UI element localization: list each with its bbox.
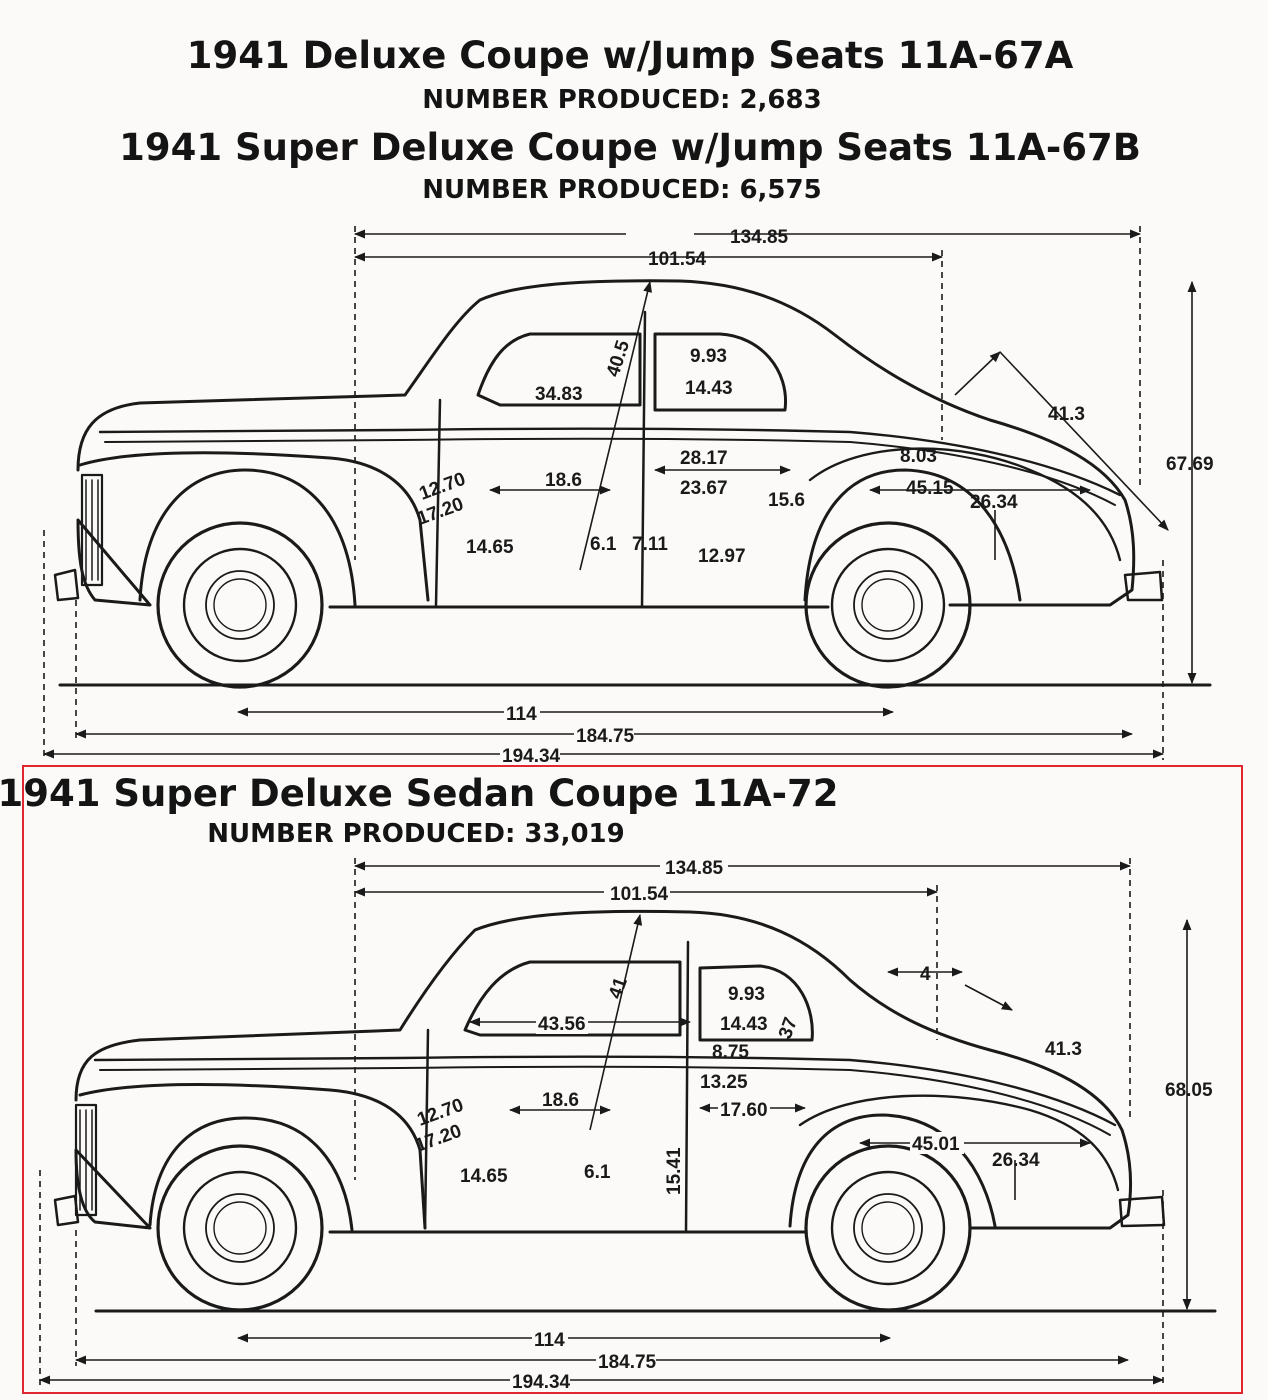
- sedan-grille: [74, 1103, 98, 1217]
- sedan-dim-68-05: 68.05: [1165, 1080, 1213, 1101]
- coupe-dim-134-85: 134.85: [730, 227, 789, 248]
- coupe-dim-194-34: 194.34: [502, 746, 561, 767]
- sedan-dim-13-25: 13.25: [700, 1072, 748, 1093]
- coupe-dim-14-65: 14.65: [466, 537, 514, 558]
- sedan-dim-184-75: 184.75: [598, 1352, 657, 1373]
- title-super-deluxe-coupe: 1941 Super Deluxe Coupe w/Jump Seats 11A…: [119, 126, 1141, 169]
- sedan-dim-41-3: 41.3: [1045, 1039, 1082, 1060]
- coupe-dim-26-34: 26.34: [970, 492, 1018, 513]
- sedan-dim-4: 4: [920, 964, 931, 985]
- sedan-dim-14-65: 14.65: [460, 1166, 508, 1187]
- coupe-front-wheel: [156, 521, 324, 689]
- sedan-dim-114: 114: [534, 1330, 565, 1351]
- sedan-dim-17-60: 17.60: [720, 1100, 768, 1121]
- coupe-dim-8-03: 8.03: [900, 446, 937, 467]
- sedan-dim-6-1: 6.1: [584, 1162, 611, 1183]
- coupe-dim-41-3: 41.3: [1048, 404, 1085, 425]
- title-sedan-coupe: 1941 Super Deluxe Sedan Coupe 11A-72: [0, 772, 839, 815]
- coupe-body-outline: [76, 279, 1136, 609]
- coupe-side-window: [476, 332, 642, 407]
- sedan-dim-8-75: 8.75: [712, 1042, 749, 1063]
- sedan-dim-101-54: 101.54: [610, 884, 669, 905]
- coupe-dim-7-11: 7.11: [632, 534, 668, 555]
- coupe-dim-184-75: 184.75: [576, 726, 635, 747]
- coupe-dim-40-5: 40.5: [603, 337, 635, 379]
- coupe-grille: [80, 473, 104, 587]
- title-deluxe-coupe: 1941 Deluxe Coupe w/Jump Seats 11A-67A: [186, 34, 1074, 77]
- sedan-dim-134-85: 134.85: [665, 858, 724, 879]
- sedan-dim-43-56: 43.56: [538, 1014, 586, 1035]
- coupe-dim-15-6: 15.6: [768, 490, 805, 511]
- coupe-dim-18-6: 18.6: [545, 470, 582, 491]
- sedan-front-wheel: [156, 1144, 324, 1312]
- sedan-dim-26-34: 26.34: [992, 1150, 1040, 1171]
- coupe-dim-6-1: 6.1: [590, 534, 617, 555]
- coupe-dim-12-97: 12.97: [698, 546, 746, 567]
- coupe-dim-28-17: 28.17: [680, 448, 728, 469]
- coupe-dim-114: 114: [506, 704, 537, 725]
- sedan-dim-9-93: 9.93: [728, 984, 765, 1005]
- coupe-dim-23-67: 23.67: [680, 478, 728, 499]
- sedan-rear-wheel: [804, 1144, 972, 1312]
- coupe-rear-wheel: [804, 521, 972, 689]
- sedan-dim-194-34: 194.34: [512, 1372, 571, 1393]
- sedan-coupe-drawing: [53, 909, 1217, 1313]
- sedan-dim-18-6: 18.6: [542, 1090, 579, 1111]
- produced-sedan-coupe: NUMBER PRODUCED: 33,019: [207, 819, 625, 849]
- produced-deluxe-coupe: NUMBER PRODUCED: 2,683: [422, 85, 822, 115]
- sedan-side-window: [463, 960, 682, 1037]
- sedan-dim-15-41: 15.41: [664, 1147, 685, 1195]
- sedan-dim-14-43: 14.43: [720, 1014, 768, 1035]
- coupe-dim-34-83: 34.83: [535, 384, 583, 405]
- coupe-dim-45-15: 45.15: [906, 478, 954, 499]
- coupe-dim-14-43: 14.43: [685, 378, 733, 399]
- coupe-dim-101-54: 101.54: [648, 249, 707, 270]
- sedan-dim-45-01: 45.01: [912, 1134, 960, 1155]
- produced-super-deluxe-coupe: NUMBER PRODUCED: 6,575: [422, 175, 822, 205]
- coupe-dim-67-69: 67.69: [1166, 454, 1214, 475]
- coupe-top-drawing: [53, 279, 1212, 687]
- coupe-dim-9-93: 9.93: [690, 346, 727, 367]
- highlight-frame: [22, 765, 1243, 1394]
